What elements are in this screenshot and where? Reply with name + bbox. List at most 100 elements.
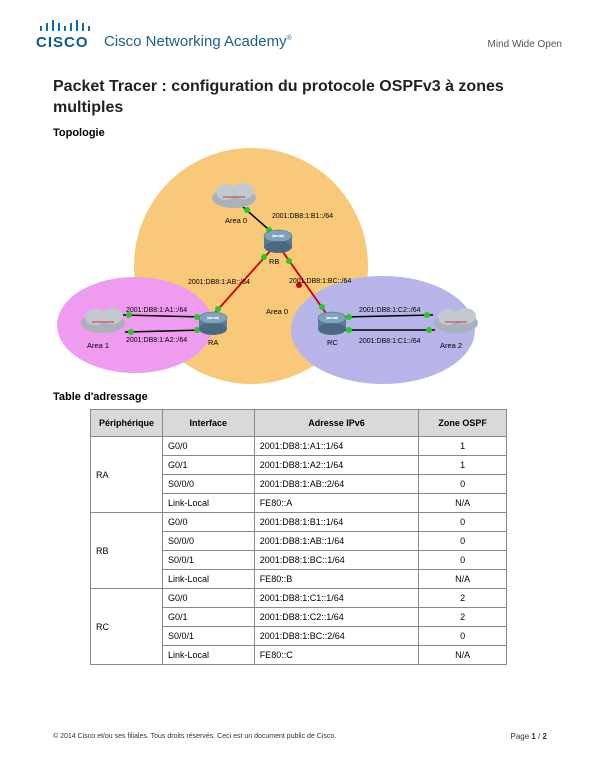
dot <box>128 329 134 335</box>
table-row: Link-Local FE80::A N/A <box>91 493 507 513</box>
ipv6-cell: 2001:DB8:1:BC::2/64 <box>253 626 420 646</box>
dot <box>346 314 352 320</box>
area2-cloud-label: Area 2 <box>440 341 462 350</box>
router-icon-rc <box>317 311 347 335</box>
dot <box>426 327 432 333</box>
interface-cell: Link-Local <box>161 645 255 665</box>
router-label-rc: RC <box>327 338 338 347</box>
device-cell-rc: RC <box>90 588 163 665</box>
ipv6-cell: FE80::B <box>253 569 420 589</box>
zone-cell: N/A <box>418 645 507 665</box>
link-area1-ra-bottom <box>124 329 204 333</box>
ipv6-cell: 2001:DB8:1:C2::1/64 <box>253 607 420 627</box>
interface-cell: S0/0/0 <box>161 474 255 494</box>
dot <box>215 306 221 312</box>
column-header: Interface <box>161 409 255 437</box>
ipv6-cell: 2001:DB8:1:A1::1/64 <box>253 436 420 456</box>
area0-cloud-label: Area 0 <box>225 216 247 225</box>
trademark-mark: ® <box>286 35 292 42</box>
ipv6-cell: FE80::C <box>253 645 420 665</box>
interface-cell: Link-Local <box>161 569 255 589</box>
academy-name: Cisco Networking Academy® <box>104 33 292 50</box>
ipv6-cell: 2001:DB8:1:BC::1/64 <box>253 550 420 570</box>
link-label-area1-ra-top: 2001:DB8:1:A1::/64 <box>126 307 187 314</box>
zone-cell: N/A <box>418 493 507 513</box>
table-header-row: Périphérique Interface Adresse IPv6 Zone… <box>90 409 507 437</box>
cisco-logo: CISCO <box>36 19 92 51</box>
column-header: Zone OSPF <box>418 409 507 437</box>
device-cell-rb: RB <box>90 512 163 589</box>
router-icon-ra <box>198 311 228 335</box>
interface-cell: G0/0 <box>161 512 255 532</box>
ipv6-cell: 2001:DB8:1:C1::1/64 <box>253 588 420 608</box>
link-label-rb-rc: 2001:DB8:1:BC::/64 <box>289 278 351 285</box>
table-row: Link-Local FE80::B N/A <box>91 569 507 589</box>
table-row: RB G0/0 2001:DB8:1:B1::1/64 0 <box>90 512 507 589</box>
link-rb-ra <box>212 249 272 316</box>
dot <box>194 327 200 333</box>
interface-cell: G0/0 <box>161 588 255 608</box>
footer-page-number: Page 1 / 2 <box>511 732 547 741</box>
dot <box>261 254 267 260</box>
footer-copyright: © 2014 Cisco et/ou ses filiales. Tous dr… <box>53 733 337 740</box>
area-center-label: Area 0 <box>266 307 288 316</box>
page-current: 1 <box>531 732 536 741</box>
router-icon-rb <box>263 229 293 253</box>
cisco-logo-text: CISCO <box>36 34 89 51</box>
dot <box>286 258 292 264</box>
dot <box>319 304 325 310</box>
topology-heading: Topologie <box>53 127 105 139</box>
dot <box>194 314 200 320</box>
page-label: Page <box>510 732 532 741</box>
ipv6-cell: 2001:DB8:1:A2::1/64 <box>253 455 420 475</box>
link-label-ra-rb: 2001:DB8:1:AB::/64 <box>188 279 250 286</box>
column-header: Périphérique <box>90 409 163 437</box>
dot <box>126 312 132 318</box>
page-separator: / <box>535 732 543 741</box>
table-row: G0/1 2001:DB8:1:C2::1/64 2 <box>91 607 507 627</box>
zone-cell: 1 <box>418 436 507 456</box>
link-area1-ra-top <box>122 314 204 318</box>
link-label-rc-area2-bottom: 2001:DB8:1:C1::/64 <box>359 338 421 345</box>
interface-cell: S0/0/0 <box>161 531 255 551</box>
interface-cell: Link-Local <box>161 493 255 513</box>
link-label-rc-area2-top: 2001:DB8:1:C2::/64 <box>359 307 421 314</box>
academy-name-text: Cisco Networking Academy <box>104 33 287 50</box>
ipv6-cell: 2001:DB8:1:B1::1/64 <box>253 512 420 532</box>
interface-cell: S0/0/1 <box>161 626 255 646</box>
addressing-table: Périphérique Interface Adresse IPv6 Zone… <box>90 409 507 665</box>
zone-cell: 0 <box>418 626 507 646</box>
router-label-ra: RA <box>208 338 218 347</box>
cloud-icon-area1 <box>81 308 125 333</box>
serial-dce-dot <box>296 282 302 288</box>
zone-cell: 0 <box>418 531 507 551</box>
ipv6-cell: FE80::A <box>253 493 420 513</box>
dot <box>244 207 250 213</box>
ipv6-cell: 2001:DB8:1:AB::2/64 <box>253 474 420 494</box>
area1-shape <box>57 277 213 373</box>
dot <box>424 312 430 318</box>
interface-cell: G0/1 <box>161 455 255 475</box>
page-title: Packet Tracer : configuration du protoco… <box>53 78 504 116</box>
interface-cell: G0/0 <box>161 436 255 456</box>
interface-cell: S0/0/1 <box>161 550 255 570</box>
page-header: CISCO Cisco Networking Academy® Mind Wid… <box>0 0 600 58</box>
zone-cell: 2 <box>418 607 507 627</box>
table-row: S0/0/0 2001:DB8:1:AB::1/64 0 <box>91 531 507 551</box>
zone-cell: 1 <box>418 455 507 475</box>
tagline: Mind Wide Open <box>487 39 562 50</box>
cloud-icon-area2 <box>434 308 478 333</box>
zone-cell: 0 <box>418 474 507 494</box>
link-label-area0-rb: 2001:DB8:1:B1::/64 <box>272 213 333 220</box>
table-row: Link-Local FE80::C N/A <box>91 645 507 665</box>
device-cell-ra: RA <box>90 436 163 513</box>
area1-cloud-label: Area 1 <box>87 341 109 350</box>
router-label-rb: RB <box>269 257 279 266</box>
interface-cell: G0/1 <box>161 607 255 627</box>
cloud-icon-area0 <box>212 183 256 208</box>
cisco-bars-icon <box>40 20 90 31</box>
table-row: RC G0/0 2001:DB8:1:C1::1/64 2 <box>90 588 507 665</box>
ipv6-cell: 2001:DB8:1:AB::1/64 <box>253 531 420 551</box>
zone-cell: 2 <box>418 588 507 608</box>
table-row: G0/1 2001:DB8:1:A2::1/64 1 <box>91 455 507 475</box>
